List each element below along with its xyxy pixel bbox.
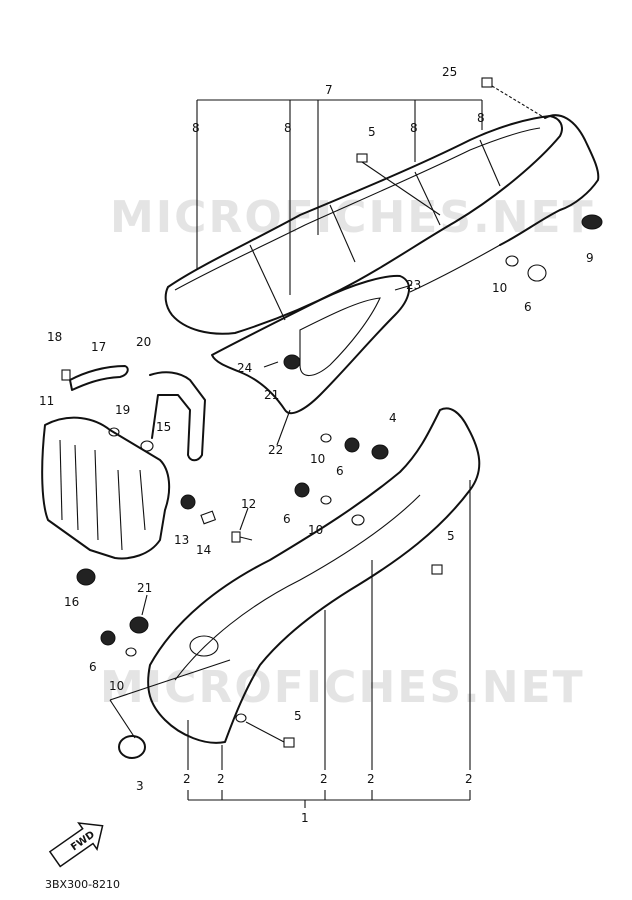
collar-10-left <box>320 495 332 505</box>
grommet-6-lower <box>100 630 116 646</box>
grommet-6-mid <box>344 437 360 453</box>
screw-18 <box>61 369 71 381</box>
grommet-6-left <box>294 482 310 498</box>
callout-24: 24 <box>237 361 252 375</box>
callout-12: 12 <box>241 497 256 511</box>
callouts: 7 8 8 8 8 25 5 9 10 6 23 24 21 22 4 10 6… <box>39 65 594 825</box>
grommet-6-upper <box>527 264 547 282</box>
grommet-16 <box>76 568 96 586</box>
callout-8-b: 8 <box>284 121 292 135</box>
callout-13: 13 <box>174 533 189 547</box>
grommet-9 <box>581 214 603 230</box>
bracket-20 <box>149 371 206 462</box>
watermark-top: MICROFICHES.NET <box>110 192 595 243</box>
callout-3: 3 <box>136 779 144 793</box>
bolt-5-right <box>431 564 443 575</box>
collar-14 <box>200 510 217 525</box>
inner-panel-23 <box>211 274 410 415</box>
callout-16: 16 <box>64 595 79 609</box>
bolt-5-upper <box>356 153 441 216</box>
grommet-15 <box>140 440 154 452</box>
callout-8-d: 8 <box>477 111 485 125</box>
callout-2-c: 2 <box>320 772 328 786</box>
diagram-code: 3BX300-8210 <box>45 878 120 891</box>
rear-bracket <box>499 114 600 246</box>
upper-side-cover <box>164 115 563 335</box>
callout-1: 1 <box>301 811 309 825</box>
callout-7: 7 <box>325 83 333 97</box>
callout-6-left: 6 <box>283 512 291 526</box>
callout-25: 25 <box>442 65 457 79</box>
grommet-21-upper <box>283 354 301 370</box>
callout-14: 14 <box>196 543 211 557</box>
bolt-25 <box>481 77 546 119</box>
bolt-5-lower <box>245 721 295 748</box>
strap-17 <box>69 365 129 391</box>
callout-10-top: 10 <box>492 281 507 295</box>
callout-8-c: 8 <box>410 121 418 135</box>
nut-19 <box>108 427 120 437</box>
rear-rail <box>409 244 501 293</box>
callout-23: 23 <box>406 278 421 292</box>
grommet-4 <box>371 444 389 460</box>
callout-4: 4 <box>389 411 397 425</box>
callout-5-right: 5 <box>447 529 455 543</box>
tool-box-11 <box>41 416 171 560</box>
callout-10-low: 10 <box>109 679 124 693</box>
callout-21-low: 21 <box>137 581 152 595</box>
callout-2-e: 2 <box>465 772 473 786</box>
callout-2-d: 2 <box>367 772 375 786</box>
grommet-13 <box>180 494 196 510</box>
collar-10-lower <box>125 647 137 657</box>
callout-10-mid: 10 <box>310 452 325 466</box>
ring-3 <box>118 735 146 759</box>
callout-5-top: 5 <box>368 125 376 139</box>
callout-22: 22 <box>268 443 283 457</box>
callout-10-left: 10 <box>308 523 323 537</box>
grommet-21-lower <box>129 616 149 634</box>
callout-21-top: 21 <box>264 388 279 402</box>
callout-11: 11 <box>39 394 54 408</box>
callout-6-mid: 6 <box>336 464 344 478</box>
callout-2-a: 2 <box>183 772 191 786</box>
callout-17: 17 <box>91 340 106 354</box>
callout-15: 15 <box>156 420 171 434</box>
watermark-bottom: MICROFICHES.NET <box>100 662 585 713</box>
callout-19: 19 <box>115 403 130 417</box>
bolt-12 <box>231 531 253 543</box>
callout-8-a: 8 <box>192 121 200 135</box>
callout-18: 18 <box>47 330 62 344</box>
callout-6-low: 6 <box>89 660 97 674</box>
callout-9: 9 <box>586 251 594 265</box>
callout-6-top: 6 <box>524 300 532 314</box>
collar-10-mid <box>320 433 332 443</box>
leader-lines <box>109 99 483 808</box>
fwd-arrow-icon: FWD <box>48 822 104 868</box>
collar-10-upper <box>505 255 519 267</box>
callout-5-low: 5 <box>294 709 302 723</box>
callout-20: 20 <box>136 335 151 349</box>
callout-2-b: 2 <box>217 772 225 786</box>
